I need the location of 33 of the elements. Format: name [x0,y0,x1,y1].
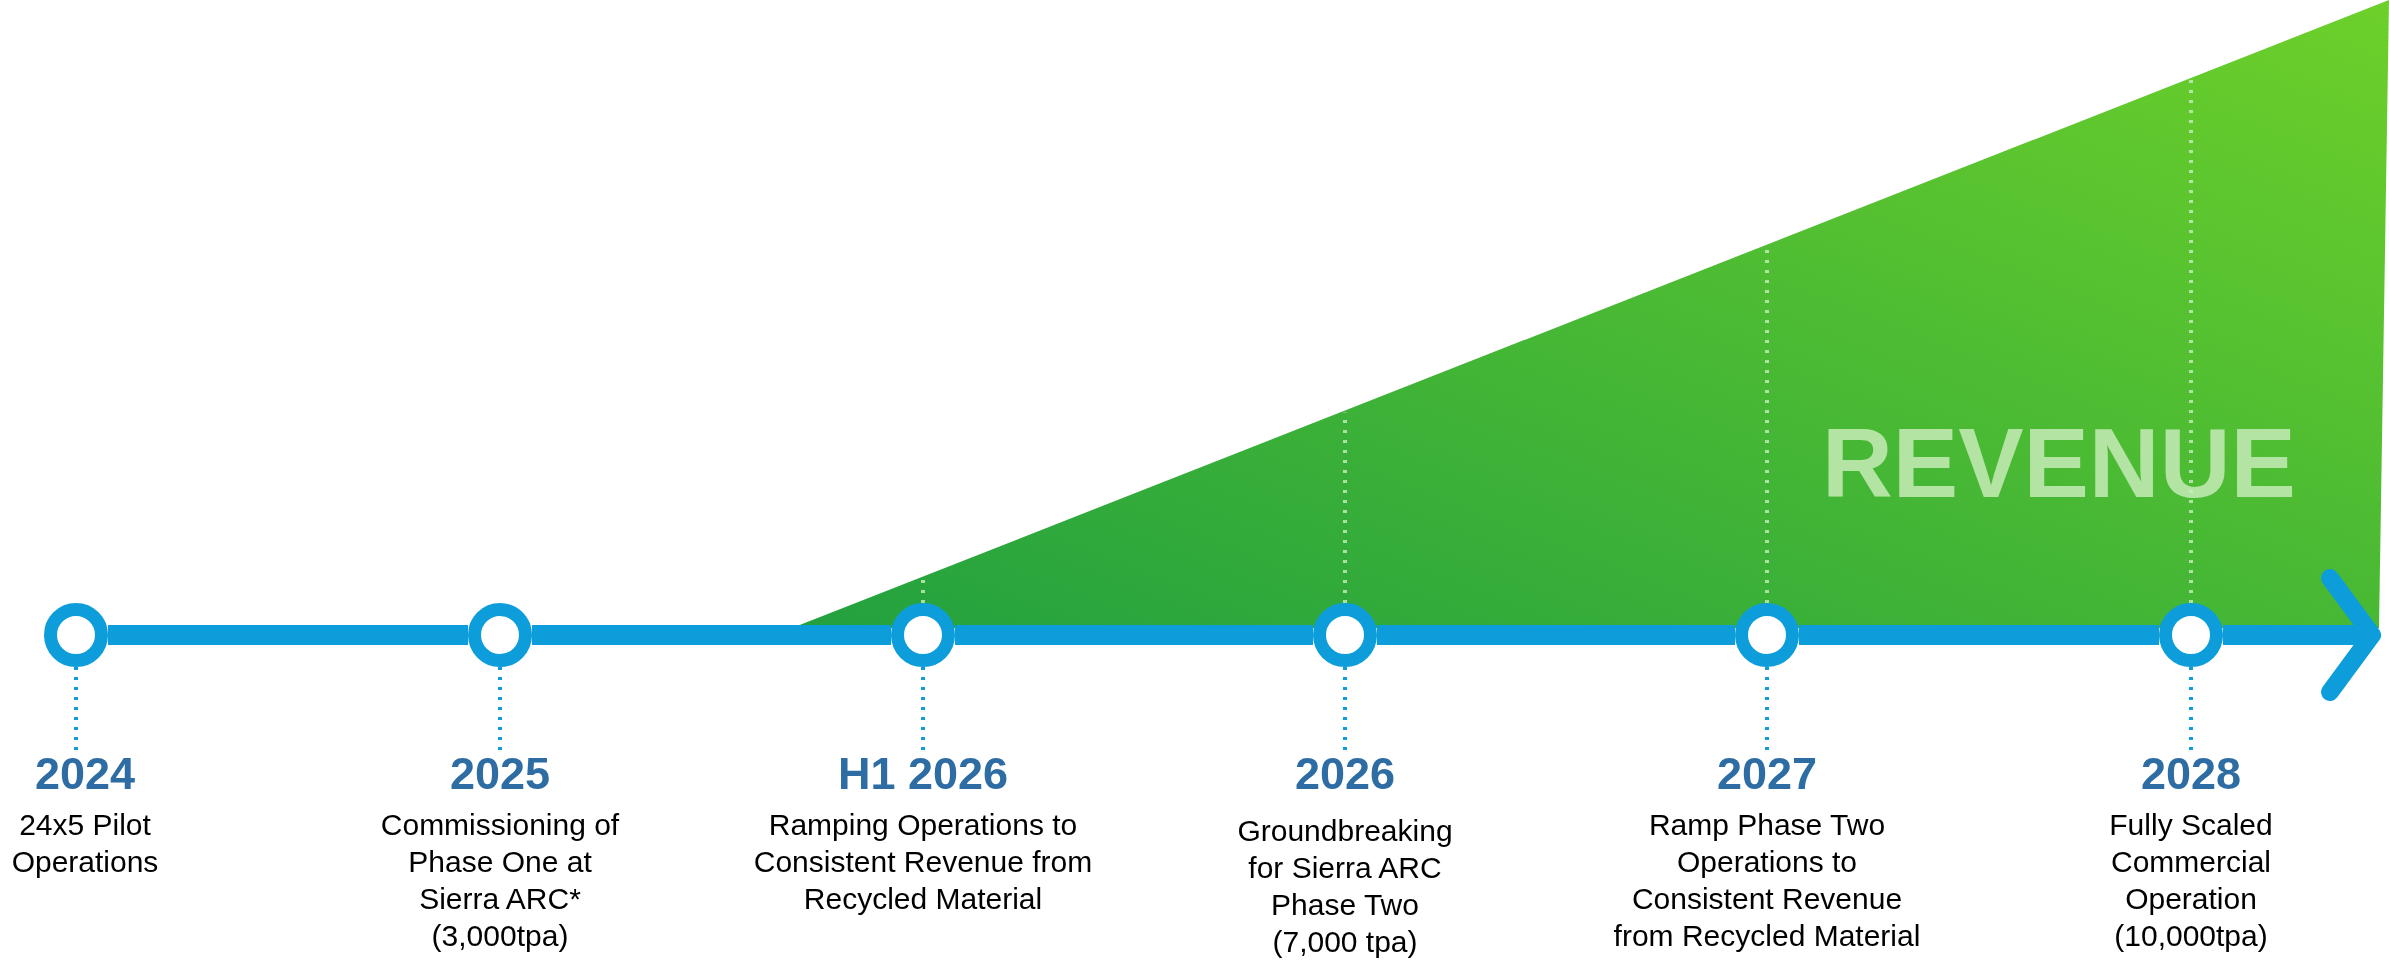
timeline-line [955,625,1313,645]
dotted-connector [1343,667,1347,750]
milestone-description: Ramping Operations to Consistent Revenue from Recycled Material [752,807,1094,917]
year-label: 2028 [2140,750,2242,798]
revenue-label: REVENUE [1822,408,2296,518]
dotted-connector [921,667,925,750]
timeline-line [1799,625,2159,645]
dotted-connector [2189,667,2193,750]
milestone-description: Commissioning of Phase One at Sierra ARC* (3,000tpa) [379,807,621,954]
milestone-circle [1735,603,1799,667]
milestone-circle [2159,603,2223,667]
milestone-description: 24x5 Pilot Operations [10,807,160,880]
timeline-line [108,625,468,645]
year-label: 2027 [1716,750,1818,798]
milestone-description: Ramp Phase Two Operations to Consistent Revenue from Recycled Material [1612,807,1922,954]
dotted-guide-line [2189,79,2193,603]
milestone-description: Groundbreaking for Sierra ARC Phase Two (7,000 tpa) [1236,813,1454,960]
timeline-arrow [2223,569,2381,701]
milestone-circle [891,603,955,667]
dotted-connector [498,667,502,750]
milestone-description: Fully Scaled Commercial Operation (10,000tpa) [2108,807,2274,954]
year-label: 2026 [1294,750,1396,798]
timeline-line [532,625,891,645]
milestone-circle [468,603,532,667]
year-label: 2024 [34,750,136,798]
milestone-circle [1313,603,1377,667]
timeline-line [1377,625,1735,645]
dotted-connector [1765,667,1769,750]
dotted-connector [74,667,78,750]
year-label: H1 2026 [837,750,1009,798]
dotted-guide-line [921,578,925,603]
milestone-circle [44,603,108,667]
year-label: 2025 [449,750,551,798]
